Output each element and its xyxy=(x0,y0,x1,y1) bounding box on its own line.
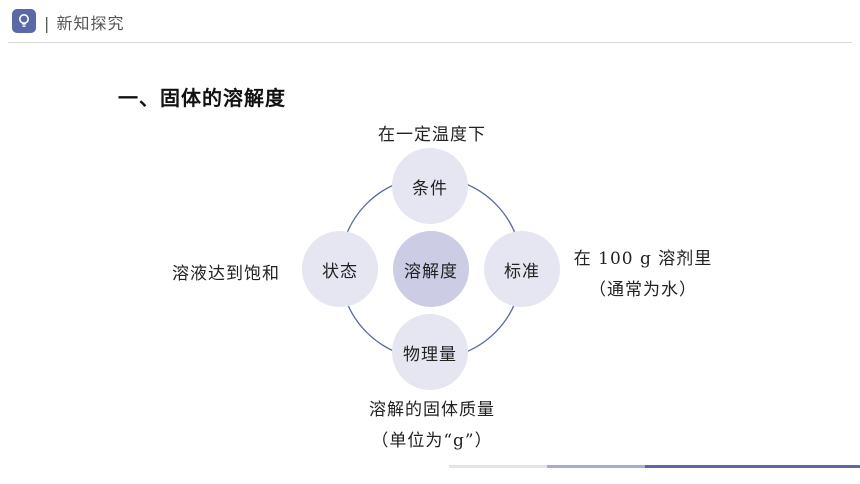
footer-bar-segment-2 xyxy=(547,465,645,468)
node-condition: 条件 xyxy=(392,148,468,224)
label-bottom-line2: （单位为“g”） xyxy=(371,431,493,451)
node-center-solubility: 溶解度 xyxy=(393,231,469,307)
node-standard: 标准 xyxy=(484,231,560,307)
footer-bar-segment-1 xyxy=(449,465,547,468)
section-title: 一、固体的溶解度 xyxy=(118,86,286,110)
node-physical-quantity: 物理量 xyxy=(392,314,468,390)
label-top: 在一定温度下 xyxy=(378,125,486,145)
lightbulb-icon xyxy=(12,9,36,33)
header: | 新知探究 xyxy=(0,0,860,43)
label-right-line2: （通常为水） xyxy=(589,280,697,300)
node-center-label: 溶解度 xyxy=(404,261,458,282)
footer-bar-segment-3 xyxy=(645,465,860,468)
label-bottom-line1: 溶解的固体质量 xyxy=(369,400,495,420)
node-standard-label: 标准 xyxy=(504,261,540,282)
node-condition-label: 条件 xyxy=(412,178,448,199)
label-left: 溶液达到饱和 xyxy=(172,264,280,284)
node-physical-quantity-label: 物理量 xyxy=(403,344,457,365)
node-state: 状态 xyxy=(302,231,378,307)
node-state-label: 状态 xyxy=(322,261,358,282)
header-divider xyxy=(8,42,852,43)
header-title: | 新知探究 xyxy=(44,14,125,33)
label-right-line1: 在 100 g 溶剂里 xyxy=(573,249,713,269)
